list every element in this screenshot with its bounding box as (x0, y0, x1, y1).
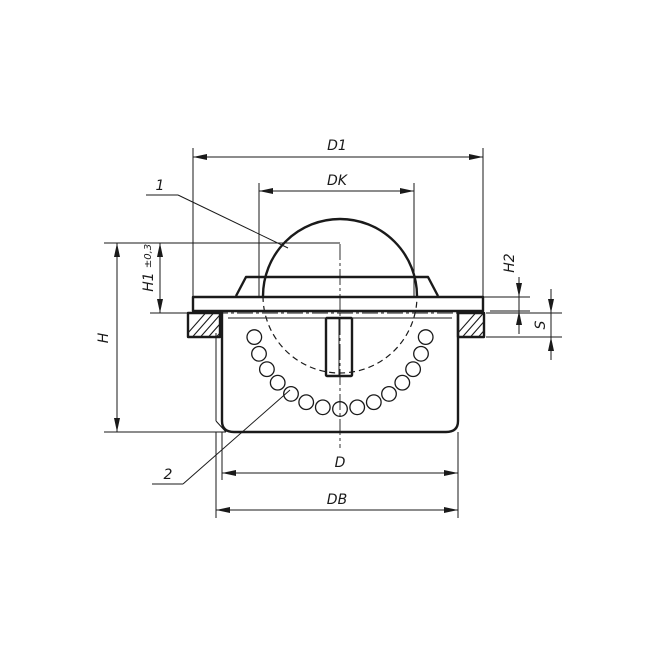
dimension-db: DB (215, 432, 459, 518)
outer-chamfer-left (215, 420, 227, 433)
callout-label-2: 2 (164, 467, 173, 483)
bearing-ball (283, 385, 299, 402)
dimension-h: H (96, 242, 340, 433)
dimension-dk: DK (258, 173, 415, 296)
label-d1: D1 (327, 138, 347, 154)
label-d: D (335, 455, 346, 471)
bearing-ball (298, 394, 315, 411)
label-h: H (96, 332, 112, 343)
label-h2: H2 (502, 253, 518, 273)
bearing-ball (251, 345, 267, 362)
bearing-ball (381, 385, 397, 402)
flange-plate (191, 295, 485, 313)
dimension-d: D (221, 432, 459, 480)
label-h1-tolerance: ±0,3 (143, 244, 154, 268)
callout-2: 2 (152, 389, 291, 485)
callout-1: 1 (146, 178, 289, 249)
ball-cap (234, 275, 440, 297)
bearing-ball (314, 399, 331, 416)
callout-label-1: 1 (156, 178, 165, 194)
bearing-ball (417, 329, 434, 346)
label-db: DB (327, 492, 347, 508)
center-stud (324, 316, 354, 378)
dimension-h2: H2 (483, 253, 530, 334)
label-h1: H1 (141, 272, 157, 291)
bearing-ball (394, 374, 411, 391)
dimension-s: S (486, 289, 562, 360)
bearing-ball (405, 361, 422, 378)
bearing-ball (413, 345, 429, 362)
dimension-h1: H1 ±0,3 (141, 243, 212, 314)
label-s: S (533, 320, 549, 329)
bearing-balls (246, 329, 434, 417)
bearing-ball (246, 329, 263, 346)
bearing-ball (365, 394, 382, 411)
mounting-plate-right (456, 311, 486, 339)
mounting-plate-left (186, 311, 222, 339)
bearing-ball (269, 374, 286, 391)
label-dk: DK (327, 173, 349, 189)
bearing-ball (258, 361, 275, 378)
housing-body (191, 275, 485, 434)
bearing-ball (349, 399, 366, 416)
dimension-d1: D1 (192, 138, 484, 296)
ball-visible-arc (261, 217, 419, 297)
